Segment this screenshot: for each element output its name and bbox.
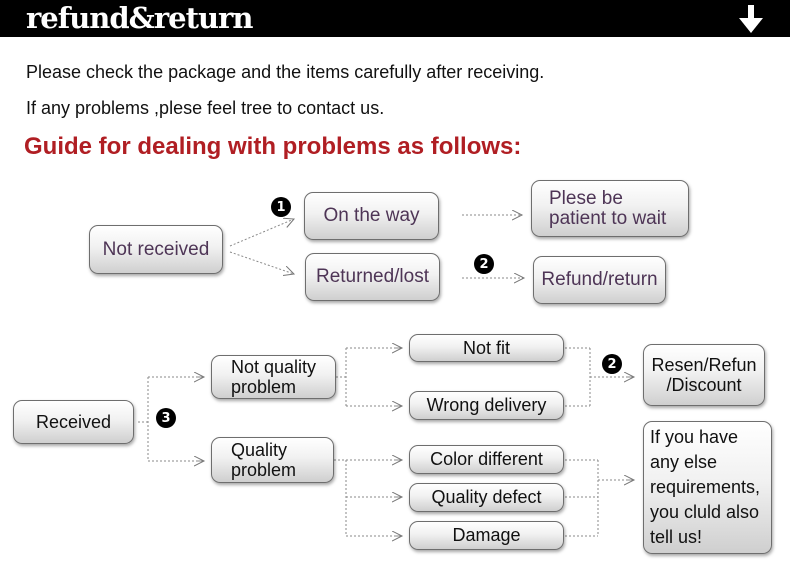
- quality-problem-box: Quality problem: [211, 437, 334, 483]
- arrow-to-on-the-way: [229, 219, 294, 247]
- header-bar: refund&return: [0, 0, 790, 37]
- patient-box: Plese be patient to wait: [531, 180, 689, 237]
- quality-defect-box: Quality defect: [409, 483, 564, 512]
- header-title: refund&return: [26, 1, 253, 35]
- wrong-delivery-box: Wrong delivery: [409, 391, 564, 420]
- color-different-box: Color different: [409, 445, 564, 474]
- step-3-badge: 3: [156, 408, 176, 428]
- quality-tree: [334, 459, 402, 537]
- refund-return-box: Refund/return: [533, 256, 666, 304]
- not-fit-box: Not fit: [409, 334, 564, 362]
- received-box: Received: [13, 400, 134, 444]
- not-quality-problem-box: Not quality problem: [211, 355, 336, 399]
- step-2-badge-top: 2: [474, 254, 494, 274]
- resend-refund-discount-box: Resen/Refun /Discount: [643, 344, 765, 406]
- guide-title: Guide for dealing with problems as follo…: [24, 133, 522, 160]
- received-tree: [138, 376, 204, 462]
- other-requirements-box: If you have any else requirements, you c…: [643, 421, 772, 554]
- on-the-way-box: On the way: [304, 192, 439, 240]
- intro-line-2: If any problems ,plese feel tree to cont…: [26, 98, 385, 118]
- to-resend-tree: [565, 347, 634, 407]
- step-1-badge: 1: [271, 197, 291, 217]
- down-arrow-icon: [739, 5, 763, 33]
- returned-lost-box: Returned/lost: [305, 253, 440, 301]
- damage-box: Damage: [409, 521, 564, 550]
- to-other-tree: [565, 459, 634, 537]
- intro-line-1: Please check the package and the items c…: [26, 62, 545, 82]
- arrow-to-returned-lost: [229, 251, 294, 274]
- not-quality-tree: [336, 347, 402, 407]
- not-received-box: Not received: [89, 225, 223, 274]
- step-2-badge-bottom: 2: [602, 354, 622, 374]
